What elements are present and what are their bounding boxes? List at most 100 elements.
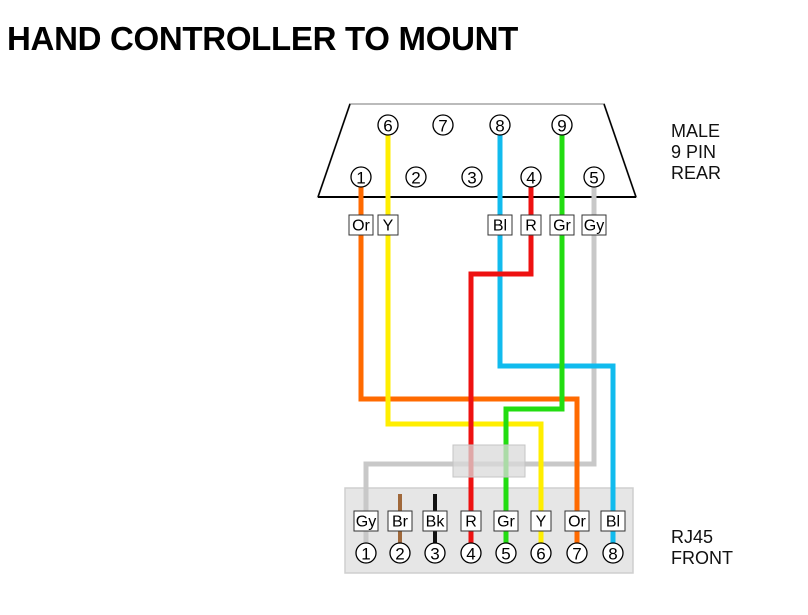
db9-wire-label-y-text: Y xyxy=(383,218,394,235)
rj45-pin-1: 1 xyxy=(355,542,377,564)
rj45-wire-label-1-text: Gy xyxy=(356,514,376,531)
rj45-wire-label-3-box xyxy=(422,510,448,532)
db9-wire-label-r-box xyxy=(520,214,542,236)
db9-pin-1-number: 1 xyxy=(356,169,365,188)
rj45-wire-label-2: Br xyxy=(387,510,413,532)
crossover-block xyxy=(452,444,526,478)
db9-pin-4-number: 4 xyxy=(526,169,535,188)
db9-pin-8: 8 xyxy=(489,114,511,136)
db9-pin-3-circle xyxy=(461,166,483,188)
rj45-pin-2: 2 xyxy=(389,542,411,564)
rj45-wire-label-8-text: Bl xyxy=(606,514,620,531)
db9-wire-label-gr-text: Gr xyxy=(553,218,571,235)
rj45-pin-2-number: 2 xyxy=(395,545,404,564)
db9-wire-label-gy-box xyxy=(581,214,607,236)
rj45-wire-label-7-box xyxy=(564,510,590,532)
pins-layer: 6 7 8 9 1 2 3 4 5 1 2 3 4 5 6 7 8 xyxy=(350,114,624,564)
rj45-wire-label-3-text: Bk xyxy=(426,514,446,531)
db9-pin-8-number: 8 xyxy=(495,117,504,136)
db9-pin-3-number: 3 xyxy=(467,169,476,188)
rj45-wire-label-6-text: Y xyxy=(536,514,547,531)
db9-pin-9-number: 9 xyxy=(557,117,566,136)
rj45-wire-label-2-box xyxy=(387,510,413,532)
db9-wire-label-or-box xyxy=(348,214,374,236)
rj45-wire-label-5-box xyxy=(493,510,519,532)
db9-wire-label-y: Y xyxy=(377,214,399,236)
rj45-wire-label-8-box xyxy=(600,510,626,532)
rj45-pin-6: 6 xyxy=(530,542,552,564)
db9-pin-2: 2 xyxy=(405,166,427,188)
rj45-pin-2-circle xyxy=(389,542,411,564)
rj45-pin-7: 7 xyxy=(566,542,588,564)
db9-pin-7: 7 xyxy=(432,114,454,136)
rj45-wire-label-6-box xyxy=(530,510,552,532)
rj45-wire-label-6: Y xyxy=(530,510,552,532)
db9-pin-6: 6 xyxy=(377,114,399,136)
db9-pin-7-circle xyxy=(432,114,454,136)
db9-pin-1-circle xyxy=(350,166,372,188)
db9-wire-label-or-text: Or xyxy=(352,218,370,235)
db9-pin-5-number: 5 xyxy=(589,169,598,188)
rj45-pin-8: 8 xyxy=(602,542,624,564)
db9-connector-right-edge xyxy=(603,103,637,198)
rj45-pin-8-circle xyxy=(602,542,624,564)
rj45-wire-label-5-text: Gr xyxy=(497,514,515,531)
rj45-pin-5-circle xyxy=(495,542,517,564)
rj45-pin-4-number: 4 xyxy=(466,545,475,564)
db9-wire-label-gr: Gr xyxy=(549,214,575,236)
rj45-pin-1-circle xyxy=(355,542,377,564)
db9-pin-5-circle xyxy=(583,166,605,188)
rj45-pin-6-circle xyxy=(530,542,552,564)
db9-wire-label-gy-text: Gy xyxy=(584,218,604,235)
rj45-wire-label-8: Bl xyxy=(600,510,626,532)
db9-wire-label-gr-box xyxy=(549,214,575,236)
rj45-wire-label-7-text: Or xyxy=(568,514,586,531)
diagram-title: HAND CONTROLLER TO MOUNT xyxy=(7,20,518,57)
rj45-wire-label-1-box xyxy=(353,510,379,532)
rj45-connector-label: RJ45 FRONT xyxy=(671,527,733,568)
rj45-pin-7-number: 7 xyxy=(572,545,581,564)
db9-pin-5: 5 xyxy=(583,166,605,188)
wire-blue xyxy=(497,135,616,543)
db9-wire-label-bl-text: Bl xyxy=(493,218,507,235)
rj45-wire-label-4: R xyxy=(460,510,482,532)
db9-pin-8-circle xyxy=(489,114,511,136)
db9-connector-label: MALE 9 PIN REAR xyxy=(671,121,722,183)
db9-wire-label-gy: Gy xyxy=(581,214,607,236)
rj45-wire-label-4-text: R xyxy=(465,514,477,531)
db9-pin-9: 9 xyxy=(551,114,573,136)
db9-wire-label-bl: Bl xyxy=(487,214,513,236)
rj45-pin-3-number: 3 xyxy=(430,545,439,564)
rj45-wire-label-3: Bk xyxy=(422,510,448,532)
rj45-pin-5: 5 xyxy=(495,542,517,564)
rj45-wire-label-7: Or xyxy=(564,510,590,532)
db9-pin-6-number: 6 xyxy=(383,117,392,136)
rj45-wire-label-5: Gr xyxy=(493,510,519,532)
rj45-wire-label-2-text: Br xyxy=(392,514,409,531)
rj45-pin-8-number: 8 xyxy=(608,545,617,564)
db9-pin-4: 4 xyxy=(520,166,542,188)
wire-yellow xyxy=(385,135,544,543)
db9-wire-label-r-text: R xyxy=(525,218,537,235)
db9-pin-6-circle xyxy=(377,114,399,136)
rj45-pin-1-number: 1 xyxy=(361,545,370,564)
db9-wire-label-bl-box xyxy=(487,214,513,236)
rj45-wire-label-4-box xyxy=(460,510,482,532)
rj45-pin-4-circle xyxy=(460,542,482,564)
rj45-pin-3-circle xyxy=(424,542,446,564)
db9-wire-label-r: R xyxy=(520,214,542,236)
rj45-pin-3: 3 xyxy=(424,542,446,564)
db9-wire-label-or: Or xyxy=(348,214,374,236)
rj45-wire-label-1: Gy xyxy=(353,510,379,532)
rj45-pin-7-circle xyxy=(566,542,588,564)
db9-pin-2-circle xyxy=(405,166,427,188)
rj45-pin-4: 4 xyxy=(460,542,482,564)
db9-wire-label-y-box xyxy=(377,214,399,236)
db9-pin-3: 3 xyxy=(461,166,483,188)
db9-pin-2-number: 2 xyxy=(411,169,420,188)
db9-pin-1: 1 xyxy=(350,166,372,188)
rj45-pin-6-number: 6 xyxy=(536,545,545,564)
rj45-pin-5-number: 5 xyxy=(501,545,510,564)
